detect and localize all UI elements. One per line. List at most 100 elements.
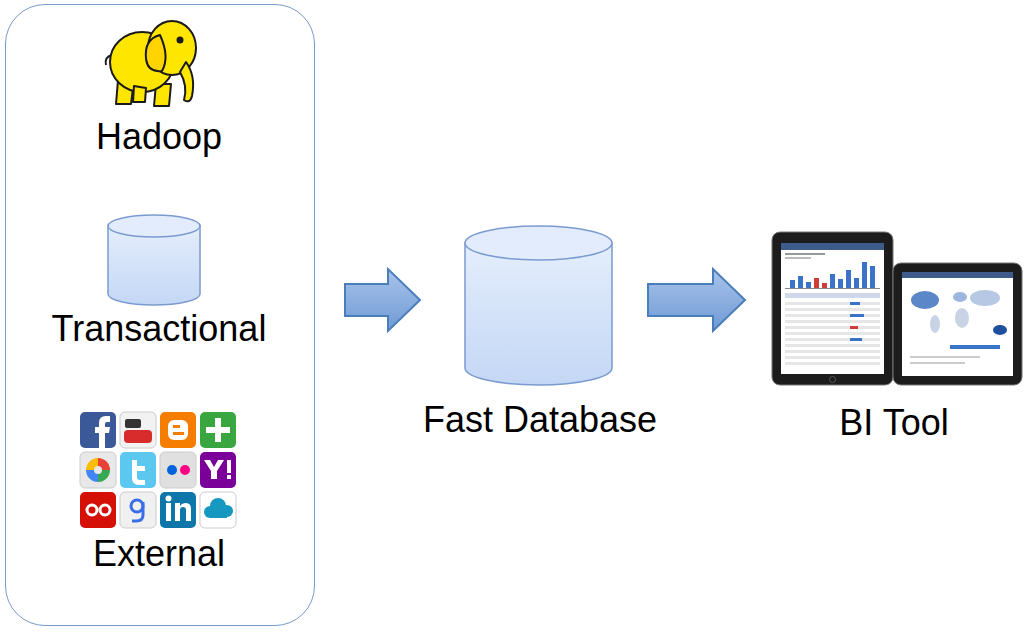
tablet-dashboard-part bbox=[910, 362, 965, 364]
social-icons-part bbox=[120, 452, 156, 488]
tablet-dashboard-part bbox=[785, 302, 880, 305]
tablet-dashboard-part bbox=[822, 283, 827, 288]
social-icons-part bbox=[100, 505, 110, 515]
block-arrow bbox=[345, 269, 420, 331]
social-icons-part bbox=[124, 430, 152, 443]
tablet-dashboard-part bbox=[838, 279, 843, 288]
tablet-dashboard-part bbox=[785, 314, 880, 317]
social-icons-part bbox=[160, 412, 196, 448]
social-icons bbox=[80, 412, 236, 528]
tablet-dashboard-part bbox=[850, 326, 858, 329]
tablet-dashboard-part bbox=[814, 278, 819, 288]
tablet-dashboard-part bbox=[785, 326, 880, 329]
database-cylinder-part bbox=[465, 243, 612, 385]
social-icons-part bbox=[160, 452, 196, 488]
hadoop-elephant-part bbox=[133, 86, 146, 102]
tablet-dashboard-part bbox=[785, 344, 880, 347]
tablet-dashboard-part bbox=[785, 288, 880, 289]
social-icons-part bbox=[200, 452, 236, 488]
tablet-dashboard-part bbox=[785, 350, 880, 353]
tablet-dashboard-part bbox=[772, 232, 893, 385]
tablet-dashboard-part bbox=[785, 362, 880, 365]
source-item: Hadoop bbox=[64, 13, 254, 163]
tablet-dashboard-part bbox=[950, 345, 1000, 349]
database-cylinder-part bbox=[108, 215, 200, 237]
social-icons-part bbox=[166, 496, 172, 502]
social-icons-part bbox=[131, 500, 143, 512]
social-icons-part bbox=[168, 420, 188, 440]
social-icons-part bbox=[132, 502, 143, 521]
tablet-dashboard-part bbox=[970, 290, 1000, 306]
tablet-dashboard-part bbox=[870, 266, 875, 288]
social-icons-part bbox=[120, 412, 156, 448]
social-icons-part bbox=[167, 465, 177, 475]
node-label: Fast Database bbox=[405, 400, 675, 440]
tablet-dashboard-part bbox=[902, 272, 1013, 278]
social-icons-part bbox=[87, 505, 97, 515]
tablet-dashboard-part bbox=[830, 274, 835, 288]
tablet-dashboard-part bbox=[785, 293, 880, 298]
social-icons-part bbox=[120, 492, 156, 528]
tablet-dashboard-part bbox=[930, 315, 940, 333]
source-item: External bbox=[44, 408, 274, 578]
hadoop-elephant-part bbox=[180, 62, 193, 101]
social-icons-part bbox=[173, 432, 184, 435]
tablet-dashboard-part bbox=[785, 253, 825, 255]
tablet-dashboard-part bbox=[806, 282, 811, 288]
source-item: Transactional bbox=[64, 208, 254, 353]
node-label: BI Tool bbox=[740, 403, 1024, 443]
social-icons-part bbox=[125, 419, 141, 428]
social-icons-part bbox=[180, 465, 190, 475]
social-icons-part bbox=[80, 492, 116, 528]
tablet-dashboard-part bbox=[862, 262, 867, 288]
source-group: HadoopTransactionalExternal bbox=[5, 4, 315, 626]
tablet-dashboard-part bbox=[893, 263, 1022, 385]
tablet-dashboard-part bbox=[955, 308, 969, 328]
node-label: Hadoop bbox=[39, 117, 279, 157]
social-icons-part bbox=[80, 412, 116, 448]
node-label: External bbox=[19, 534, 299, 574]
tablet-dashboard-part bbox=[830, 377, 836, 383]
social-icons-part bbox=[80, 452, 116, 488]
tablet-dashboard-part bbox=[785, 356, 880, 359]
database-cylinder bbox=[465, 226, 612, 385]
tablet-dashboard bbox=[772, 232, 1022, 385]
tablet-dashboard-part bbox=[790, 280, 795, 288]
social-icons-part bbox=[166, 503, 171, 521]
tablet-dashboard-part bbox=[911, 291, 939, 309]
social-icons-part bbox=[160, 492, 196, 528]
social-icons-part bbox=[132, 460, 145, 485]
tablet-dashboard-part bbox=[785, 320, 880, 323]
block-arrow bbox=[648, 269, 745, 331]
hadoop-elephant-part bbox=[178, 38, 183, 43]
node-label: Transactional bbox=[39, 309, 279, 349]
tablet-dashboard-part bbox=[781, 243, 884, 374]
social-icons-part bbox=[95, 416, 110, 448]
tablet-dashboard-part bbox=[798, 276, 803, 288]
database-cylinder-part bbox=[465, 226, 612, 260]
social-icons-part bbox=[210, 511, 227, 518]
tablet-dashboard-part bbox=[902, 272, 1013, 376]
social-icons-part bbox=[206, 427, 230, 433]
tablet-dashboard-part bbox=[785, 338, 880, 341]
tablet-dashboard-part bbox=[850, 338, 862, 341]
tablet-dashboard-part bbox=[953, 292, 967, 302]
tablet-dashboard-part bbox=[785, 308, 880, 311]
social-icons-part bbox=[227, 475, 231, 479]
tablet-dashboard-part bbox=[910, 356, 980, 358]
social-icons-part bbox=[227, 460, 231, 473]
tablet-dashboard-part bbox=[781, 243, 884, 250]
social-icons-part bbox=[204, 460, 224, 479]
database-cylinder bbox=[108, 215, 200, 305]
tablet-dashboard-part bbox=[993, 325, 1007, 335]
social-icons-part bbox=[94, 466, 102, 474]
social-icons-part bbox=[200, 412, 236, 448]
tablet-dashboard-part bbox=[854, 278, 859, 288]
database-cylinder-part bbox=[108, 226, 200, 305]
tablet-dashboard-part bbox=[850, 302, 860, 305]
tablet-dashboard-part bbox=[850, 314, 864, 317]
hadoop-elephant bbox=[106, 21, 196, 106]
database-node: Fast Database bbox=[430, 218, 650, 443]
